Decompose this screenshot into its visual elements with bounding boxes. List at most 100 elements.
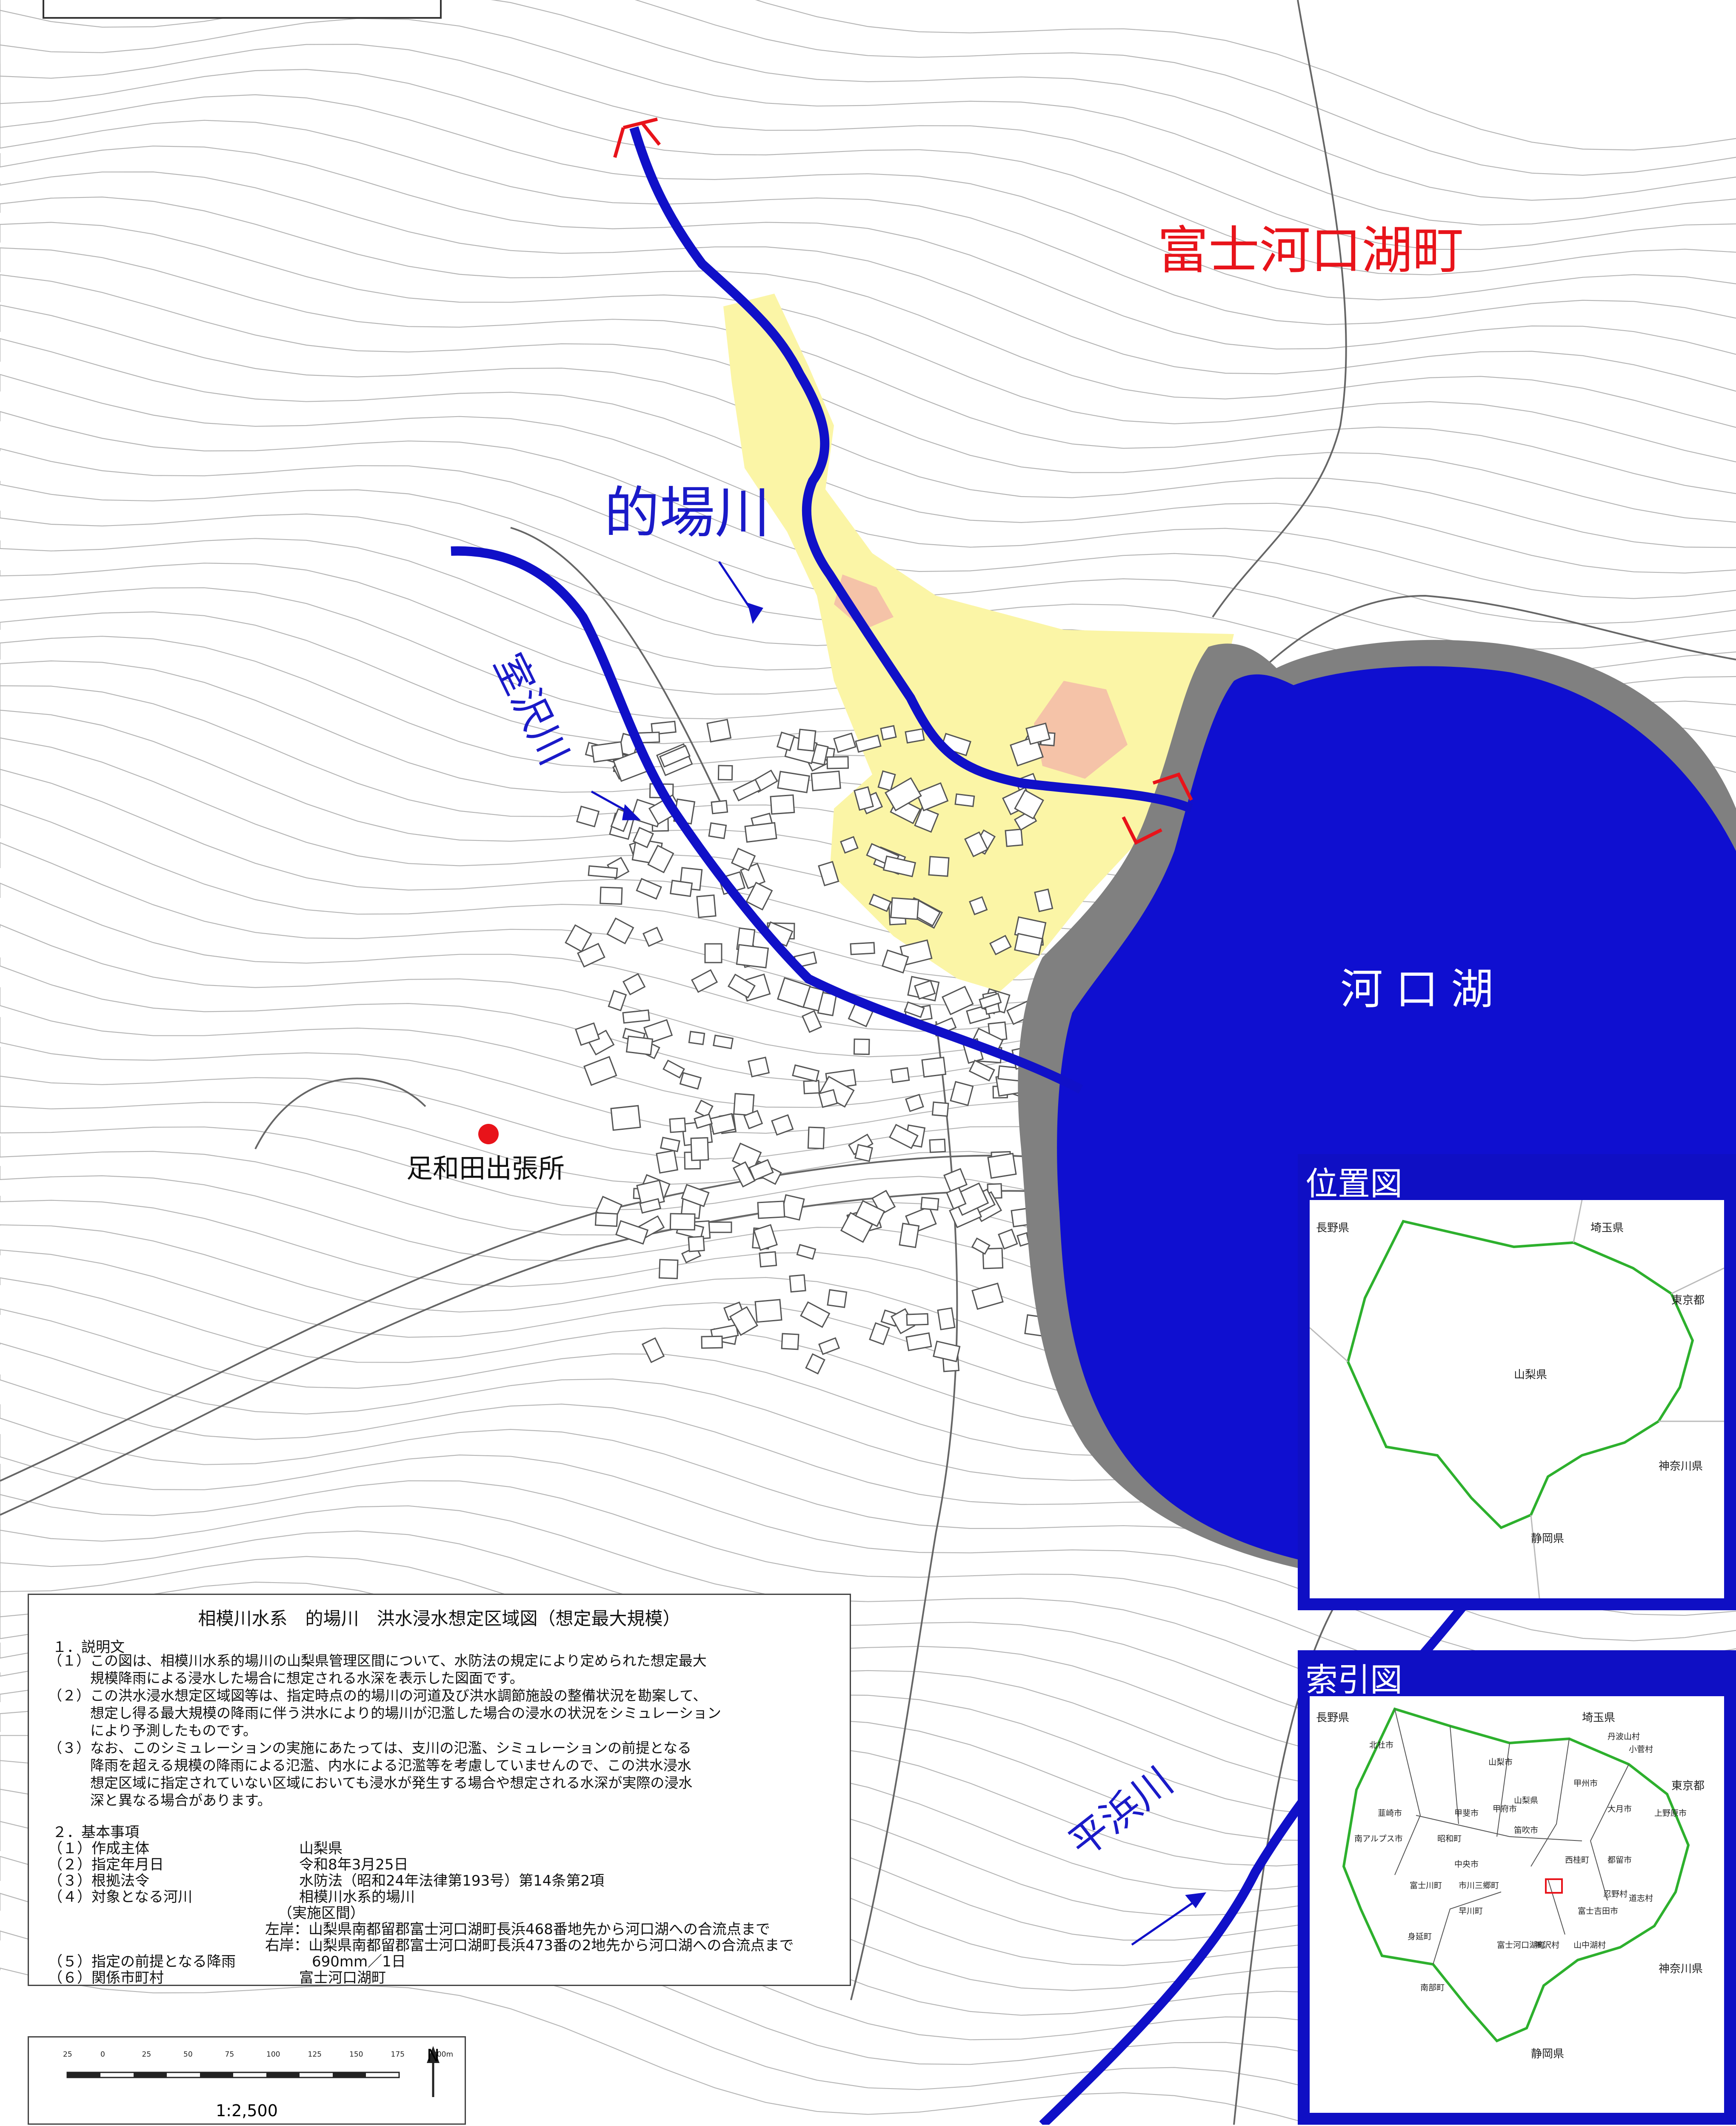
index-city-label: 南部町 — [1420, 1983, 1445, 1992]
left-bank: 左岸：山梨県南都留郡富士河口湖町長浜468番地先から河口湖への合流点まで — [265, 1921, 770, 1938]
right-bank: 右岸：山梨県南都留郡富士河口湖町長浜473番の2地先から河口湖への合流点まで — [265, 1937, 794, 1954]
building — [727, 973, 756, 999]
building — [732, 1161, 756, 1188]
building — [711, 800, 728, 814]
map-title-frame — [43, 0, 442, 19]
scale-tick-label: 75 — [225, 2050, 234, 2059]
building — [704, 943, 722, 963]
building — [1014, 933, 1043, 956]
building — [931, 1101, 949, 1117]
index-inset: 索引図 長野県 埼玉県 東京都 神奈川県 静岡県 北杜市丹波山村小菅村山梨市甲州… — [1298, 1650, 1736, 2125]
building — [588, 865, 618, 879]
building — [576, 806, 600, 828]
building — [914, 980, 936, 1000]
building — [933, 1340, 961, 1363]
building — [1034, 889, 1054, 912]
building — [770, 794, 795, 815]
building — [600, 886, 623, 905]
building — [583, 1056, 617, 1086]
building — [943, 1168, 968, 1192]
flood-area — [723, 294, 1234, 992]
scale-tick-label: 125 — [308, 2050, 322, 2059]
building — [669, 1117, 686, 1133]
building — [713, 1034, 734, 1049]
explanation-box: 相模川水系 的場川 洪水浸水想定区域図（想定最大規模） １．説明文 ２．基本事項… — [28, 1594, 851, 1986]
building — [732, 779, 762, 802]
building — [950, 1081, 974, 1106]
scale-bar-graphic — [66, 2046, 440, 2097]
index-city-label: 山梨県 — [1514, 1796, 1539, 1805]
building — [647, 844, 674, 874]
building — [905, 1094, 924, 1112]
building — [868, 894, 892, 912]
index-city-label: 山中湖村 — [1573, 1940, 1606, 1950]
flood-zone — [1034, 681, 1128, 779]
explanation-line: 規模降雨による浸水した場合に想定される水深を表示した図面です。 — [48, 1670, 524, 1686]
location-inset-map: 長野県 埼玉県 東京都 神奈川県 静岡県 山梨県 — [1310, 1200, 1724, 1598]
building — [777, 771, 810, 794]
index-city-label: 鳴沢村 — [1535, 1940, 1560, 1950]
road-line — [510, 527, 724, 809]
building — [745, 881, 773, 911]
municipality-label: 富士河口湖町 — [1157, 221, 1464, 280]
building — [921, 1057, 947, 1078]
basic-key-3: （４）対象となる河川 — [48, 1889, 192, 1906]
building — [636, 878, 662, 900]
direction-arrows — [591, 561, 1207, 1946]
building — [642, 926, 663, 947]
buildings — [565, 719, 1071, 1374]
building — [914, 807, 939, 833]
index-city-label: 中央市 — [1454, 1860, 1479, 1869]
building — [789, 1274, 806, 1293]
rain-value: 690mm／1日 — [312, 1953, 406, 1970]
building — [748, 1056, 770, 1077]
building — [754, 1299, 782, 1323]
building — [748, 1159, 774, 1181]
contour-line — [0, 64, 1736, 275]
building — [610, 1105, 641, 1131]
contour-line — [0, 247, 1736, 494]
building — [818, 1337, 840, 1355]
index-city-label: 山梨市 — [1488, 1757, 1513, 1767]
building — [811, 770, 841, 792]
building — [882, 949, 909, 974]
city-key: （６）関係市町村 — [48, 1969, 164, 1986]
flood-zone — [723, 294, 1234, 992]
building — [946, 1186, 967, 1210]
building — [818, 861, 839, 886]
building — [688, 1235, 705, 1252]
index-city-label: 南アルプス市 — [1354, 1834, 1403, 1843]
building — [681, 1184, 710, 1207]
building — [855, 734, 882, 753]
building — [905, 1332, 932, 1352]
scale-tick-label: 25 — [142, 2050, 151, 2059]
scale-tick-label: 200m — [432, 2050, 454, 2059]
contour-line — [0, 304, 1736, 548]
road-line — [0, 1190, 1043, 1516]
index-city-label: 道志村 — [1629, 1894, 1653, 1903]
building — [706, 719, 732, 743]
building — [656, 1149, 679, 1174]
building — [971, 1283, 1004, 1310]
building — [639, 1198, 662, 1214]
building — [688, 1031, 705, 1046]
building — [796, 1244, 817, 1260]
explanation-line: 降雨を超える規模の降雨による氾濫、内水による氾濫等を考慮していませんので、この洪… — [48, 1757, 691, 1774]
city-value: 富士河口湖町 — [299, 1969, 386, 1986]
building — [669, 880, 693, 897]
building — [651, 720, 677, 735]
building — [660, 1137, 680, 1152]
lake-label: 河口湖 — [1340, 964, 1506, 1014]
loc-neighbor-0: 長野県 — [1316, 1222, 1350, 1234]
index-city-label: 西桂町 — [1565, 1855, 1590, 1865]
building — [591, 741, 624, 763]
index-city-label: 早川町 — [1459, 1906, 1483, 1916]
road-line — [1233, 1595, 1341, 2125]
building — [658, 1259, 679, 1279]
contour-line — [0, 94, 1736, 300]
building — [854, 1144, 873, 1162]
building — [854, 1200, 885, 1227]
building — [802, 1010, 822, 1033]
building — [615, 1220, 649, 1245]
building — [998, 1229, 1018, 1250]
